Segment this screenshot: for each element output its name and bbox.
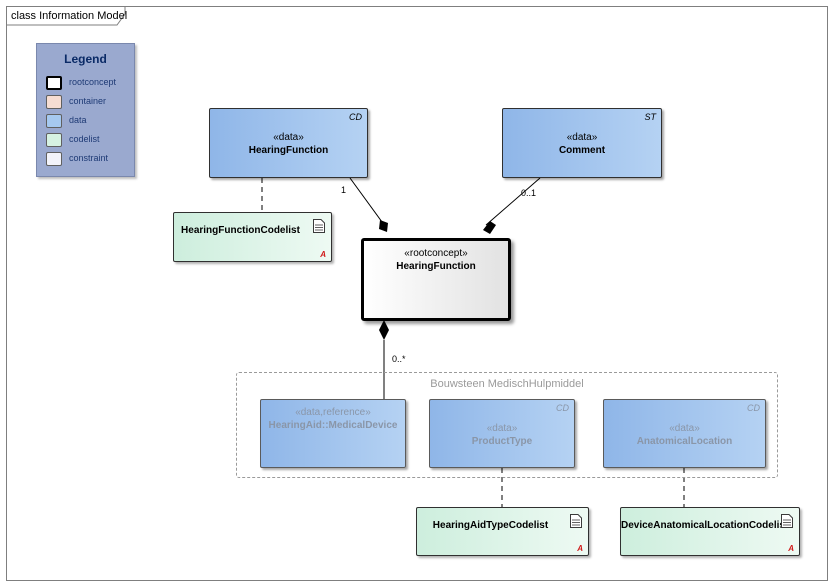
- codelist-hearing-aid-type[interactable]: HearingAidTypeCodelist A: [416, 507, 589, 556]
- legend-swatch: [46, 133, 62, 147]
- document-icon: [781, 514, 793, 528]
- abstract-mark: A: [788, 544, 794, 553]
- class-name: HearingAid::MedicalDevice: [268, 420, 398, 431]
- stereotype-label: «rootconcept»: [404, 248, 468, 259]
- class-name: ProductType: [471, 436, 533, 447]
- class-comment-data[interactable]: ST «data» Comment: [502, 108, 662, 178]
- multiplicity-hearing-function: 1: [341, 185, 347, 195]
- stereotype-label: «data,reference»: [295, 407, 371, 418]
- link-hearing-function[interactable]: [349, 177, 383, 223]
- class-name: HearingFunction: [248, 145, 329, 156]
- stereotype-label: «data»: [273, 132, 304, 143]
- stereotype-label: «data»: [566, 132, 598, 143]
- codelist-hearing-function[interactable]: HearingFunctionCodelist A: [173, 212, 332, 262]
- legend-label: constraint: [69, 153, 109, 163]
- legend-label: container: [69, 96, 107, 106]
- type-tag: CD: [556, 403, 569, 413]
- type-tag: CD: [747, 403, 760, 413]
- composition-diamond-medical-device: [379, 320, 389, 340]
- codelist-name: DeviceAnatomicalLocationCodelist: [621, 520, 789, 531]
- legend-label: rootconcept: [69, 77, 117, 87]
- legend-title: Legend: [64, 52, 107, 66]
- legend-swatch: [46, 114, 62, 128]
- stereotype-label: «data»: [486, 423, 518, 434]
- legend: Legend rootconcept container data codeli…: [36, 43, 135, 177]
- abstract-mark: A: [320, 250, 326, 259]
- class-hearing-function-data[interactable]: CD «data» HearingFunction: [209, 108, 368, 178]
- frame-title-tab: [6, 6, 126, 26]
- package-title: Bouwsteen MedischHulpmiddel: [430, 378, 584, 390]
- class-name: Comment: [558, 145, 606, 156]
- legend-swatch: [46, 76, 62, 90]
- multiplicity-medical-device: 0..*: [392, 354, 406, 364]
- rootconcept-hearing-function[interactable]: «rootconcept» HearingFunction: [361, 238, 511, 321]
- document-icon: [313, 219, 325, 233]
- type-tag: CD: [349, 112, 362, 122]
- codelist-name: HearingFunctionCodelist: [181, 225, 300, 236]
- document-icon: [570, 514, 582, 528]
- class-medical-device[interactable]: «data,reference» HearingAid::MedicalDevi…: [260, 399, 406, 468]
- stereotype-label: «data»: [669, 423, 700, 434]
- class-name: AnatomicalLocation: [636, 436, 733, 447]
- codelist-device-anatomical-location[interactable]: DeviceAnatomicalLocationCodelist A: [620, 507, 800, 556]
- package-bouwsteen[interactable]: Bouwsteen MedischHulpmiddel: [236, 372, 778, 478]
- frame-title: class Information Model: [11, 10, 128, 22]
- class-anatomical-location[interactable]: CD «data» AnatomicalLocation: [603, 399, 766, 468]
- legend-label: codelist: [69, 134, 100, 144]
- link-comment[interactable]: [485, 177, 541, 226]
- multiplicity-comment: 0..1: [521, 188, 537, 198]
- class-name: HearingFunction: [396, 261, 476, 272]
- composition-diamond-comment: [483, 221, 496, 234]
- legend-swatch: [46, 152, 62, 166]
- codelist-name: HearingAidTypeCodelist: [432, 520, 549, 531]
- composition-diamond-hearing-function: [379, 220, 388, 232]
- type-tag: ST: [644, 112, 656, 122]
- abstract-mark: A: [577, 544, 583, 553]
- legend-swatch: [46, 95, 62, 109]
- class-product-type[interactable]: CD «data» ProductType: [429, 399, 575, 468]
- legend-label: data: [69, 115, 87, 125]
